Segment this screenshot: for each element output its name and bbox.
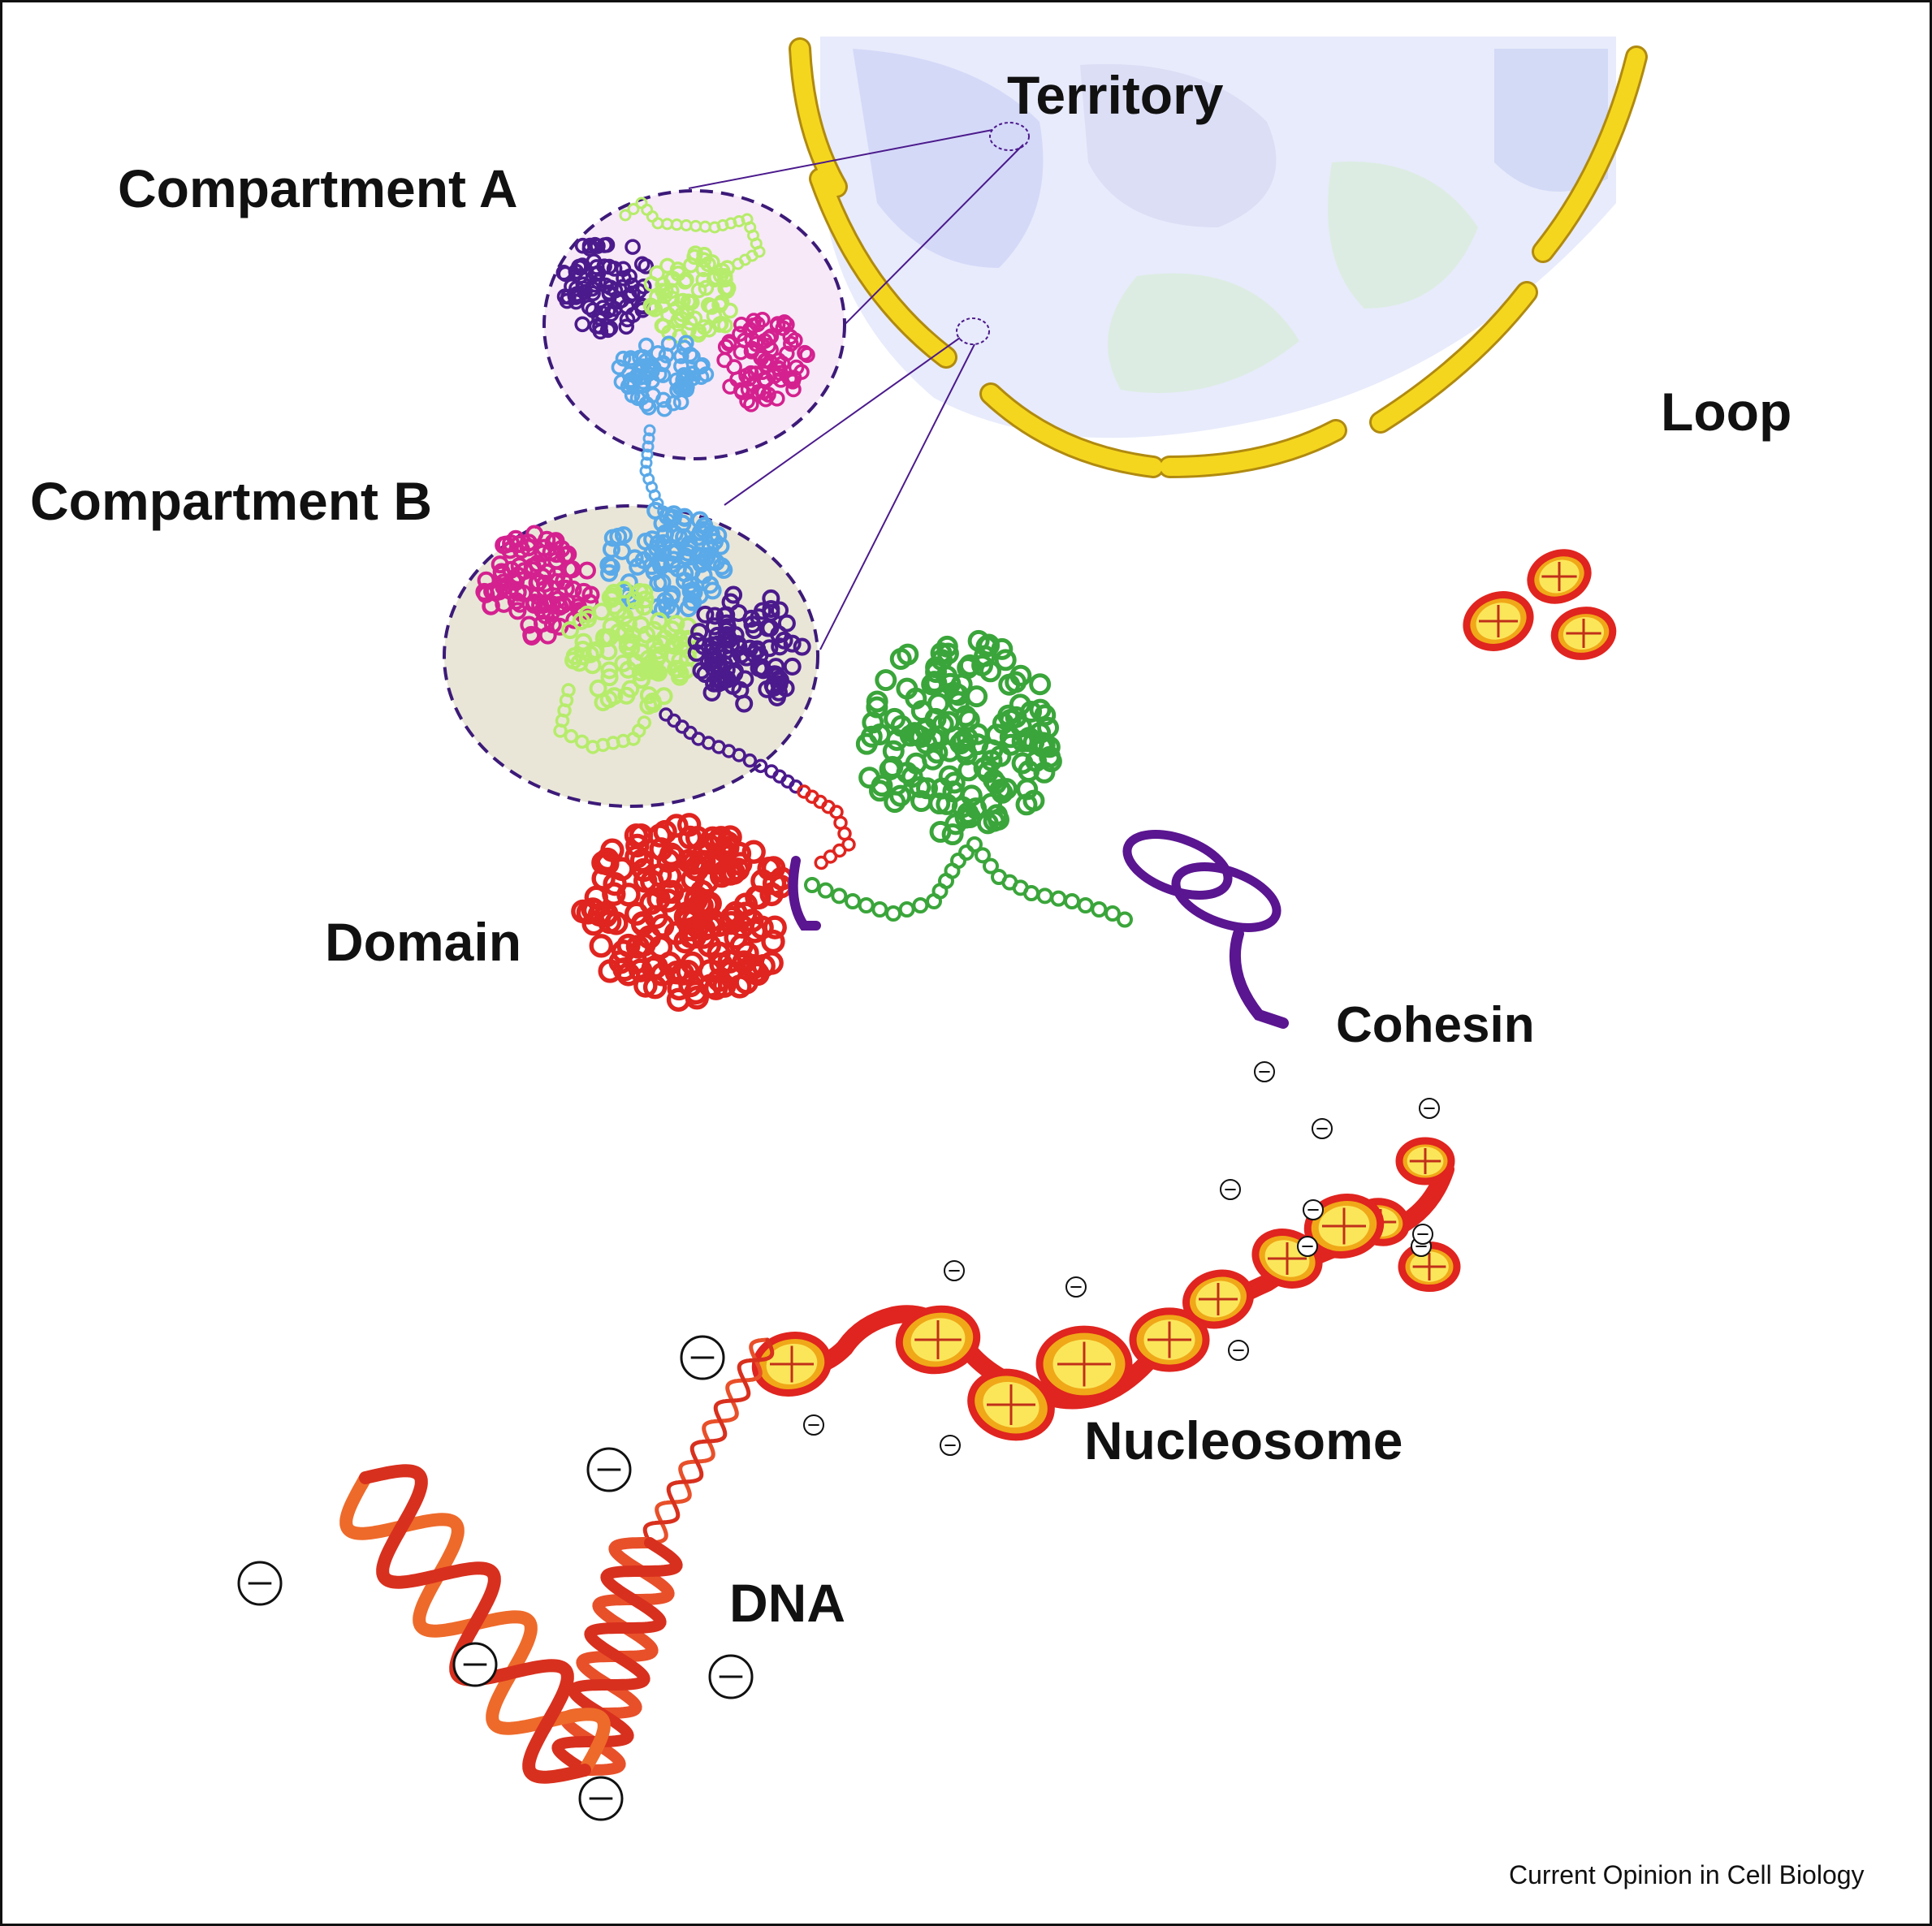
purple-linker: [659, 707, 803, 794]
green-domain: [855, 629, 1062, 846]
compartment-b-green-blob: [561, 581, 698, 715]
nucleosome: [1182, 1269, 1254, 1329]
source-credit: Current Opinion in Cell Biology: [1509, 1860, 1865, 1889]
compartment-a-magenta-blob: [716, 311, 815, 412]
loop-label: Loop: [1661, 382, 1792, 442]
nucleosome: [1550, 607, 1617, 660]
cohesin-complex: [788, 830, 1289, 1029]
compartment-a-purple-blob: [555, 236, 655, 340]
nucleosome: [1303, 1194, 1385, 1259]
dna-helix: [339, 1337, 775, 1784]
compartment-b-label: Compartment B: [30, 471, 432, 531]
domain-label: Domain: [325, 912, 521, 972]
territory-label: Territory: [1007, 65, 1224, 125]
domain-green-linker: [804, 836, 1133, 928]
dna-label: DNA: [729, 1573, 845, 1633]
zoom-lines: [688, 122, 1030, 650]
nucleosome: [967, 1368, 1055, 1441]
nucleus-territory: [820, 37, 1616, 438]
negative-charge-markers: [237, 1061, 1440, 1821]
compartment-a-label: Compartment A: [118, 158, 518, 218]
chromatin-fiber: [237, 196, 1617, 1821]
nucleosome: [1129, 1307, 1210, 1372]
nucleosome: [1035, 1325, 1133, 1403]
red-linker: [797, 784, 856, 870]
nucleosome: [1395, 1137, 1455, 1185]
compartment-b-green-linker: [553, 683, 652, 754]
nucleosome: [1527, 549, 1592, 604]
compartment-a-blue-blob: [611, 335, 715, 417]
cohesin-label: Cohesin: [1336, 997, 1535, 1053]
compartment-b-purple-blob: [687, 585, 811, 713]
nucleosome: [1463, 591, 1534, 651]
compartment-a-green-blob: [642, 245, 738, 345]
red-domain: [571, 813, 794, 1013]
nucleosome-label: Nucleosome: [1084, 1410, 1403, 1470]
nucleosome: [895, 1305, 981, 1375]
